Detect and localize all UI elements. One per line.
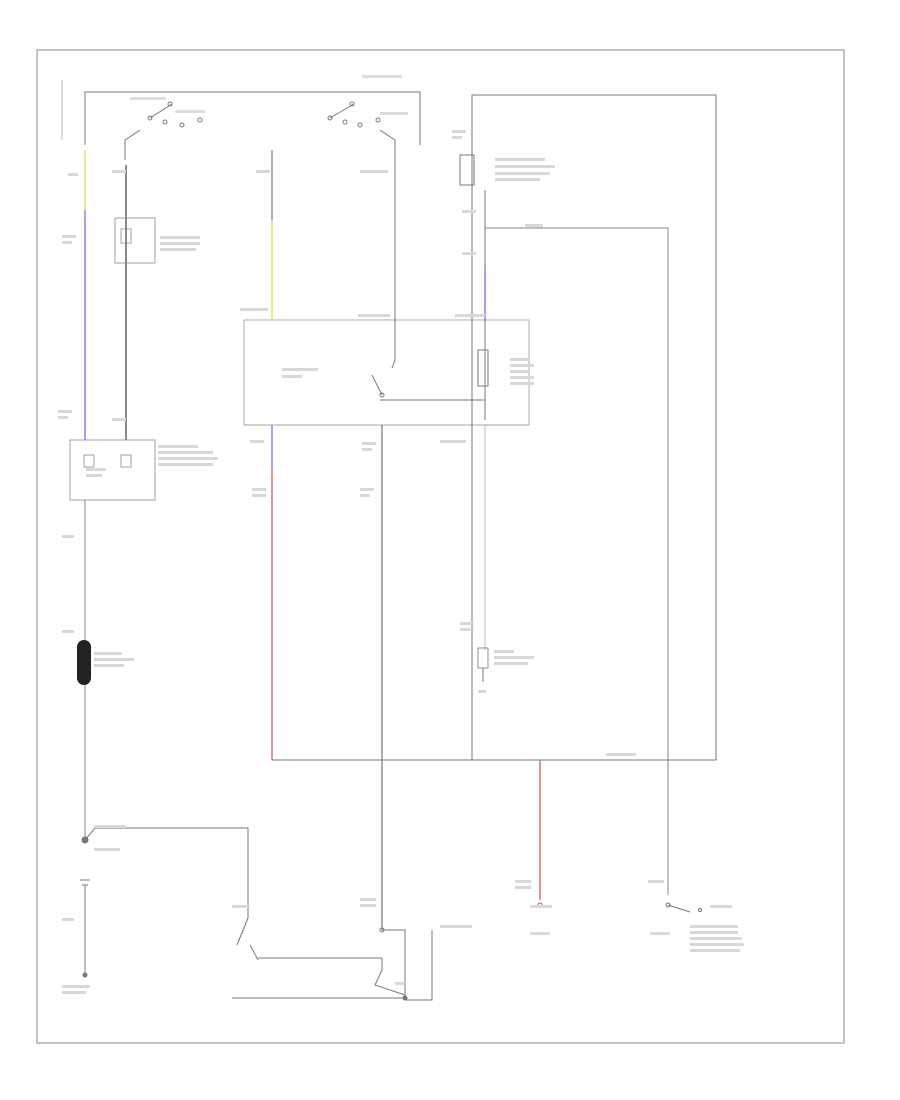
starter-cut-relay — [477, 647, 489, 669]
fusible-link — [77, 640, 91, 685]
ground-connector — [537, 902, 702, 913]
fuse-block-upper — [114, 217, 156, 264]
neutral-switch — [459, 94, 717, 761]
fuse-block-lower — [69, 439, 156, 501]
ignition-switch — [84, 91, 421, 160]
relay-switch-contact — [371, 320, 396, 398]
clutch-switch — [232, 917, 433, 1001]
diagram-border — [36, 49, 845, 1044]
starter-relay-box — [243, 319, 530, 426]
wire-gray-right-branch — [485, 227, 669, 895]
relay-coil — [477, 349, 489, 387]
annotation-marks — [58, 130, 744, 994]
ignition-switch-labels — [130, 75, 408, 115]
battery-symbol — [80, 827, 249, 978]
